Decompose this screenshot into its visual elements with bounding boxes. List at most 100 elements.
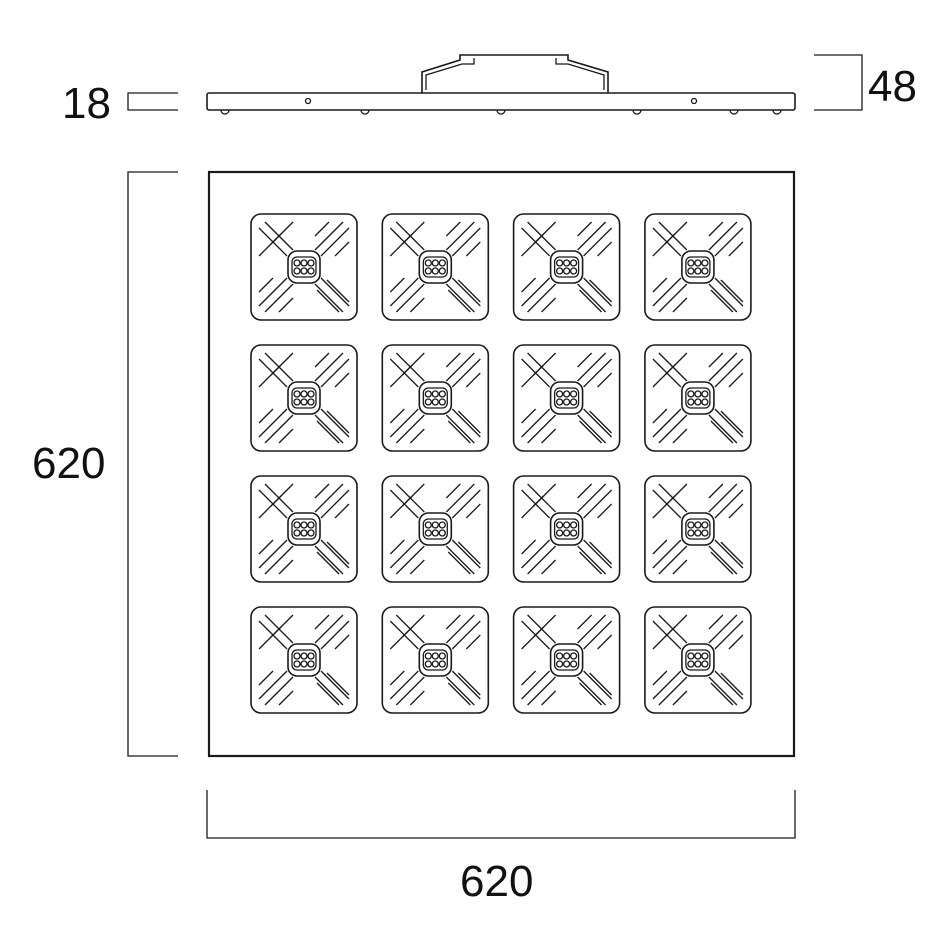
lens-facet-line (577, 676, 607, 706)
led-chip (694, 390, 702, 398)
led-cluster-board (685, 518, 711, 540)
led-chip (438, 390, 446, 398)
lens-facet-line (451, 539, 481, 569)
mount-hole-right (690, 97, 698, 105)
led-chip (300, 390, 308, 398)
lens-facet-line (389, 277, 405, 293)
led-module (644, 213, 752, 321)
lens-facet-line (577, 221, 607, 251)
led-cluster-housing (549, 512, 584, 546)
lens-facet-line (445, 676, 475, 706)
lens-facet-line (521, 539, 551, 569)
lens-facet-line (714, 489, 744, 519)
mount-hole-left (304, 97, 312, 105)
led-chip (569, 652, 578, 660)
lens-facet-line (658, 676, 688, 706)
led-cluster-housing (681, 381, 715, 415)
lens-facet-line (409, 297, 425, 313)
lens-facet-line (320, 670, 350, 700)
led-chip (701, 398, 709, 406)
driver-housing (421, 54, 609, 93)
lens-facet-line (658, 414, 688, 444)
module-lens-outline (381, 344, 490, 452)
led-chip (555, 521, 564, 529)
led-chip (687, 398, 695, 406)
lens-facet-line (314, 483, 344, 513)
lens-facet-line (389, 408, 419, 438)
lens-facet-line (451, 277, 481, 307)
module-lens-outline (512, 606, 621, 714)
led-chip (569, 398, 578, 406)
module-lens-outline (644, 213, 752, 321)
width-dimension-line (206, 790, 796, 839)
led-chip (562, 529, 571, 537)
led-module (644, 606, 752, 714)
module-lens-outline (512, 344, 621, 452)
module-lens-outline (512, 213, 621, 321)
led-chip (562, 390, 571, 398)
lens-facet-line (389, 670, 419, 700)
module-lens-outline (381, 606, 490, 714)
lens-facet-line (465, 634, 481, 650)
lens-facet-line (451, 670, 481, 700)
lens-facet-line (710, 551, 734, 575)
lens-facet-line (264, 545, 294, 575)
lens-facet-line (258, 670, 288, 700)
lens-facet-line (579, 420, 603, 444)
lens-facet-line (316, 420, 340, 444)
lens-facet-line (597, 503, 613, 519)
led-chip (701, 267, 709, 275)
lens-facet-line (465, 372, 481, 388)
led-chip (431, 652, 439, 660)
led-cluster-housing (287, 381, 321, 415)
lens-facet-line (728, 372, 744, 388)
lens-facet-line (320, 620, 350, 650)
lens-facet-line (577, 283, 607, 313)
lens-facet-line (451, 358, 481, 388)
led-chip (307, 652, 315, 660)
led-chip (431, 390, 439, 398)
lens-facet-line (708, 483, 738, 513)
lens-facet-line (445, 352, 461, 368)
lens-facet-line (577, 483, 607, 513)
lens-facet-line (579, 682, 603, 706)
led-cluster-board (422, 518, 448, 540)
lens-facet-line (445, 614, 461, 630)
led-chip (687, 267, 695, 275)
lens-facet-line (541, 428, 557, 444)
led-module (644, 475, 752, 583)
led-module (512, 344, 621, 452)
lens-facet-line (451, 620, 481, 650)
led-chip (424, 652, 432, 660)
lens-facet-line (334, 634, 350, 650)
lens-facet-line (389, 539, 419, 569)
led-cluster-board (685, 649, 711, 671)
lens-facet-line (326, 672, 350, 696)
lens-facet-line (583, 227, 613, 257)
lens-facet-line (326, 410, 350, 434)
lens-facet-line (320, 408, 350, 438)
lens-facet-line (714, 277, 744, 307)
led-chip (293, 390, 301, 398)
led-cluster-housing (681, 512, 715, 546)
lens-facet-line (409, 428, 425, 444)
lens-facet-line (389, 408, 405, 424)
led-chip (431, 398, 439, 406)
lens-facet-line (652, 670, 668, 686)
led-chip (300, 521, 308, 529)
lens-facet-line (589, 672, 613, 696)
led-cluster-housing (681, 643, 715, 677)
led-cluster-board (685, 387, 711, 409)
led-chip (687, 529, 695, 537)
lens-facet-line (714, 408, 744, 438)
led-chip (555, 652, 564, 660)
led-chip (424, 521, 432, 529)
lens-facet-line (521, 277, 551, 307)
lens-facet-line (652, 277, 682, 307)
lens-facet-line (278, 297, 294, 313)
led-chip (307, 660, 315, 668)
led-chip (687, 259, 695, 267)
height-dimension-label: 620 (32, 439, 105, 488)
led-chip (569, 660, 578, 668)
lens-facet-line (270, 221, 294, 245)
